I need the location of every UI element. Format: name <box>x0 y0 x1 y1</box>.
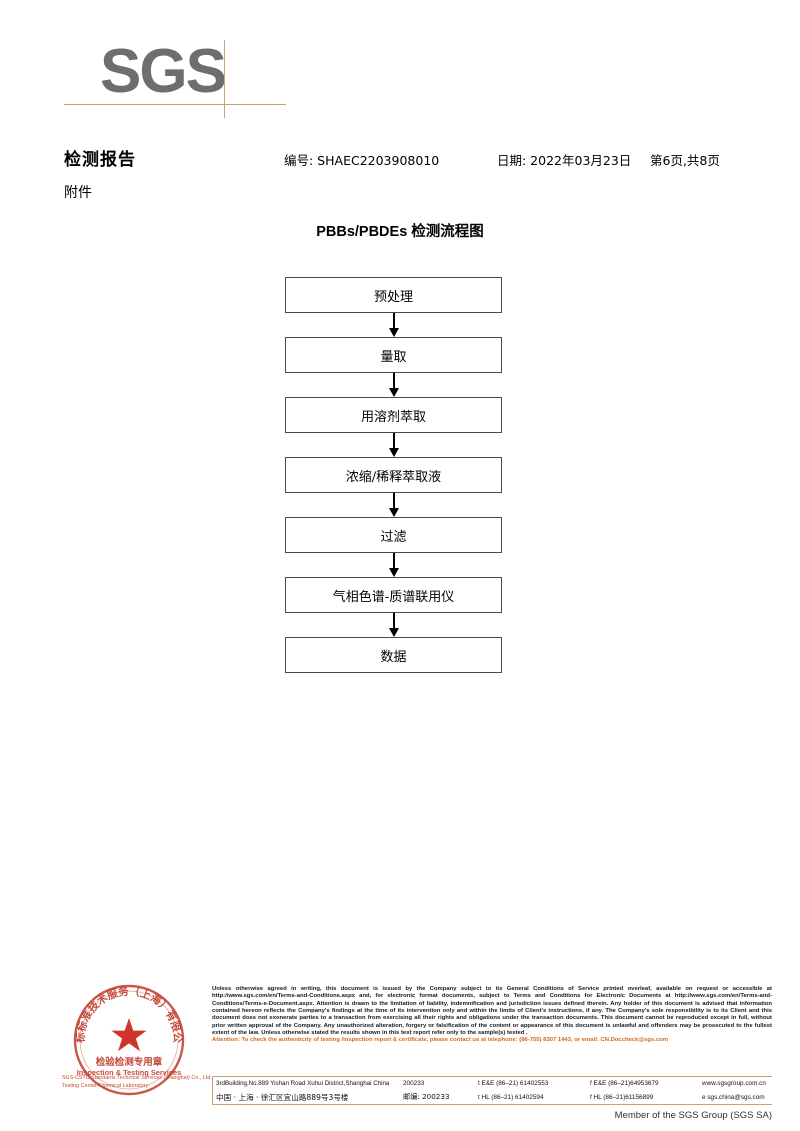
report-number: 编号: SHAEC2203908010 <box>284 153 440 168</box>
report-date: 日期: 2022年03月23日 <box>497 153 632 168</box>
flow-arrow-down-icon <box>285 373 502 397</box>
footer-address-table: 3rdBuilding,No.889 Yishan Road Xuhui Dis… <box>212 1076 772 1105</box>
address-website: www.sgsgroup.com.cn <box>702 1080 766 1087</box>
page-title: 检测报告 <box>64 150 136 170</box>
flowchart-title: PBBs/PBDEs 检测流程图 <box>316 224 484 240</box>
flowchart: 预处理 量取 用溶剂萃取 浓缩/稀释萃取液 过滤 气相色谱-质谱联用仪 数据 <box>285 277 504 673</box>
flow-arrow-down-icon <box>285 493 502 517</box>
sgs-logo-text: SGS <box>100 37 227 106</box>
flow-step-box: 气相色谱-质谱联用仪 <box>285 577 502 613</box>
seal-caption: SGS-CSTC Standards Technical Services (S… <box>62 1074 212 1090</box>
seal-svg: 通标标准技术服务（上海）有限公司 检验检测专用章 Inspection & Te… <box>68 982 185 1096</box>
sgs-logo: SGS <box>64 37 286 120</box>
address-row-en: 3rdBuilding,No.889 Yishan Road Xuhui Dis… <box>213 1077 772 1090</box>
seal-center-en: Inspection & Testing Services <box>77 1068 182 1077</box>
flow-step-box: 浓缩/稀释萃取液 <box>285 457 502 493</box>
seal-caption-line2: Testing Center-Chemical Laboratory <box>62 1083 149 1089</box>
address-zip-en: 200233 <box>403 1080 425 1087</box>
page-subtitle: 附件 <box>64 185 92 201</box>
flow-arrow-down-icon <box>285 313 502 337</box>
official-seal-stamp: 通标标准技术服务（上海）有限公司 检验检测专用章 Inspection & Te… <box>68 982 190 1104</box>
address-street-cn: 中国 · 上海 · 徐汇区宜山路889号3号楼 <box>216 1092 349 1102</box>
member-of-sgs-group: Member of the SGS Group (SGS SA) <box>614 1110 772 1121</box>
page-indicator: 第6页,共8页 <box>650 153 720 168</box>
legal-disclaimer: Unless otherwise agreed in writing, this… <box>212 986 772 1045</box>
seal-center-cn: 检验检测专用章 <box>96 1056 163 1068</box>
flow-arrow-down-icon <box>285 553 502 577</box>
flow-step-box: 量取 <box>285 337 502 373</box>
flow-step-box: 过滤 <box>285 517 502 553</box>
flow-arrow-down-icon <box>285 613 502 637</box>
flow-step-box: 用溶剂萃取 <box>285 397 502 433</box>
address-fax-en: f E&E (86–21)64953679 <box>590 1080 659 1087</box>
flow-step-box: 数据 <box>285 637 502 673</box>
flow-arrow-down-icon <box>285 433 502 457</box>
address-zip-cn: 邮编: 200233 <box>403 1092 450 1101</box>
address-fax-cn: f HL (86–21)61156899 <box>590 1093 654 1101</box>
address-tel-cn: t HL (86–21) 61402594 <box>478 1093 544 1101</box>
legal-paragraph: Unless otherwise agreed in writing, this… <box>212 986 772 1037</box>
address-row-cn: 中国 · 上海 · 徐汇区宜山路889号3号楼 邮编: 200233 t HL … <box>213 1090 772 1104</box>
address-tel-en: t E&E (86–21) 61402553 <box>478 1080 549 1087</box>
address-email: e sgs.china@sgs.com <box>702 1093 765 1101</box>
flow-step-box: 预处理 <box>285 277 502 313</box>
legal-attention-notice: Attention: To check the authenticity of … <box>212 1037 669 1044</box>
logo-horizontal-rule <box>64 104 286 105</box>
seal-caption-line1: SGS-CSTC Standards Technical Services (S… <box>62 1075 212 1081</box>
logo-vertical-rule <box>224 40 225 118</box>
address-street-en: 3rdBuilding,No.889 Yishan Road Xuhui Dis… <box>216 1080 390 1087</box>
